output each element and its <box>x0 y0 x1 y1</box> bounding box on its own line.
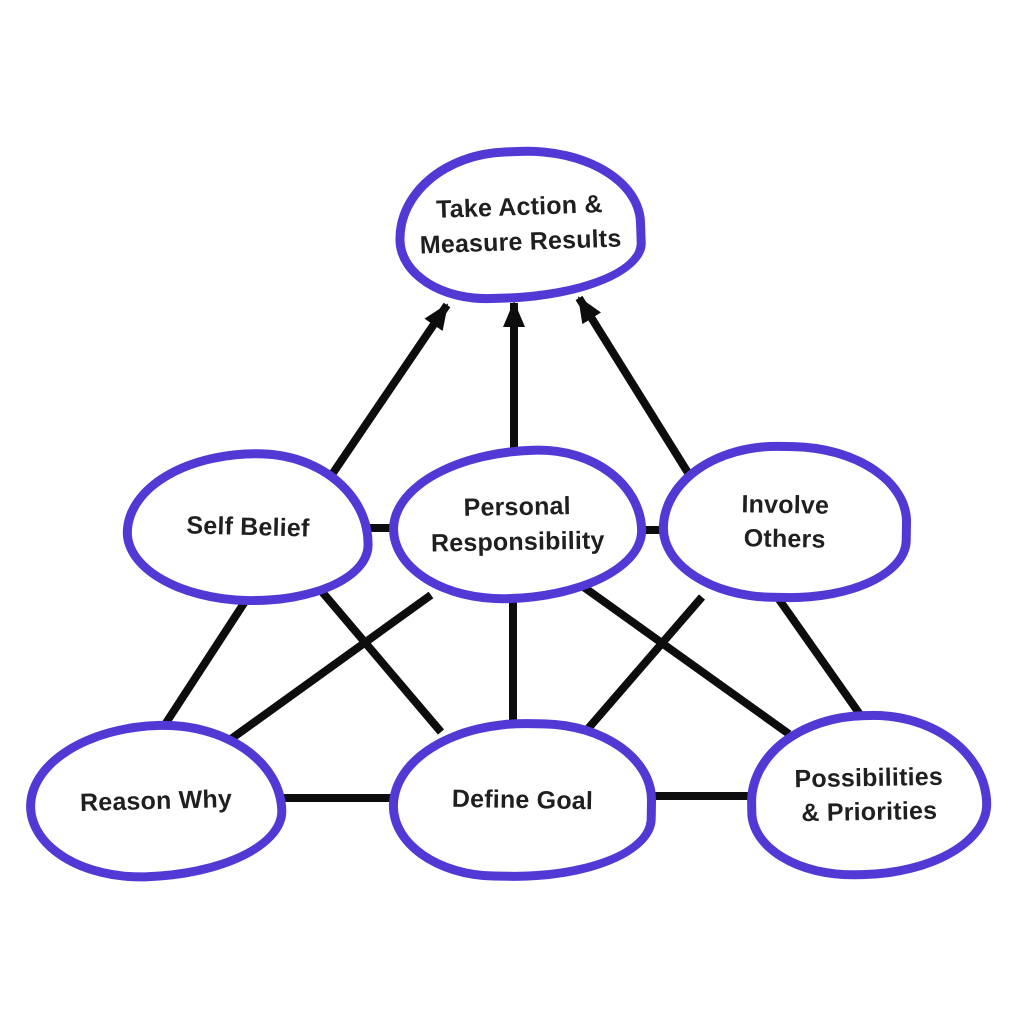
node-take-action-label: Take Action & Measure Results <box>419 190 622 260</box>
node-reason-why-label: Reason Why <box>79 784 233 817</box>
edge-involve-others-to-define-goal <box>576 594 706 741</box>
edge-self-belief-to-define-goal <box>308 577 445 735</box>
node-possibilities-priorities-label: Possibilities & Priorities <box>794 762 944 828</box>
arrow-self-belief-to-take-action <box>329 302 451 476</box>
arrow-involve-others-to-take-action <box>575 295 694 479</box>
node-personal-responsibility-label: Personal Responsibility <box>430 492 605 558</box>
edge-personal-responsibility-to-possibilities-priorities <box>575 579 792 738</box>
edge-self-belief-to-reason-why <box>160 594 252 729</box>
edge-involve-others-to-possibilities-priorities <box>774 595 870 726</box>
node-define-goal-label: Define Goal <box>451 784 594 815</box>
node-involve-others: Involve Others <box>657 439 913 605</box>
node-involve-others-label: Involve Others <box>741 489 830 554</box>
node-self-belief-label: Self Belief <box>186 511 310 543</box>
edge-personal-responsibility-to-reason-why <box>221 591 434 748</box>
